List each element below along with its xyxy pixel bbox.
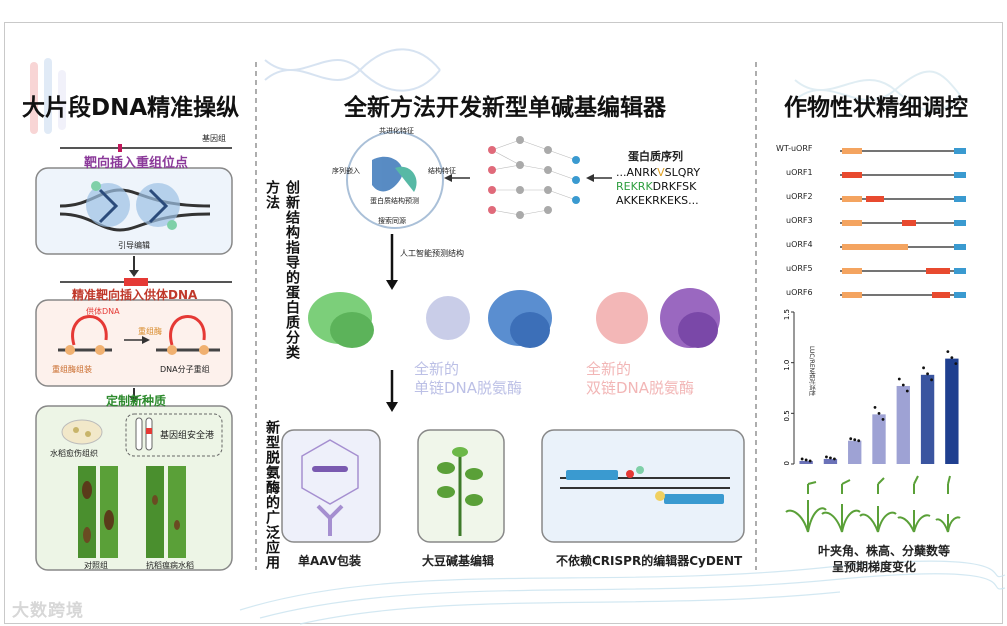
data-point bbox=[800, 457, 804, 461]
cycle-embedding: 序列嵌入 bbox=[332, 167, 360, 175]
ss-deaminase-line1: 全新的 bbox=[414, 360, 460, 378]
cycle-coevolution: 共进化特征 bbox=[379, 127, 414, 135]
safe-harbor-label: 基因组安全港 bbox=[160, 431, 215, 441]
data-point bbox=[849, 437, 853, 441]
sequence-segment: V bbox=[657, 166, 665, 179]
resistant-rice-label: 抗稻瘟病水稻 bbox=[146, 561, 194, 570]
bar bbox=[896, 385, 910, 464]
step-new-germplasm: 定制新种质 bbox=[106, 394, 167, 408]
y-tick-label: 1.5 bbox=[783, 309, 791, 320]
caption-line1: 叶夹角、株高、分蘖数等 bbox=[818, 544, 951, 558]
uorf-label: uORF4 bbox=[786, 240, 813, 249]
bar bbox=[920, 374, 935, 464]
app-aav: 单AAV包装 bbox=[298, 554, 362, 568]
data-point bbox=[833, 457, 836, 461]
callus-label: 水稻愈伤组织 bbox=[50, 449, 98, 458]
sequence-line: REKRKDRKFSK bbox=[616, 180, 700, 194]
uorf-label: uORF5 bbox=[786, 264, 813, 273]
left-panel-title: 大片段DNA精准操纵 bbox=[22, 95, 240, 121]
y-tick-label: 0 bbox=[783, 461, 791, 465]
data-point bbox=[901, 383, 905, 387]
uorf-label: uORF2 bbox=[786, 192, 813, 201]
data-point bbox=[905, 389, 909, 393]
step-insert-donor: 精准靶向插入供体DNA bbox=[72, 288, 198, 302]
genome-label: 基因组 bbox=[202, 134, 226, 143]
data-point bbox=[829, 456, 832, 460]
bar bbox=[945, 358, 959, 464]
y-tick-label: 0.5 bbox=[783, 410, 791, 421]
data-point bbox=[881, 417, 885, 421]
ss-deaminase-line2: 单链DNA脱氨酶 bbox=[414, 379, 523, 397]
bar bbox=[823, 458, 838, 464]
app-cydent: 不依赖CRISPR的编辑器CyDENT bbox=[556, 554, 743, 568]
data-point bbox=[825, 455, 828, 459]
cycle-homology: 搜索同源 bbox=[378, 217, 406, 225]
donor-dna-label: 供体DNA bbox=[86, 307, 120, 316]
y-tick-label: 1.0 bbox=[783, 360, 791, 371]
sequence-segment: ...ANRK bbox=[616, 166, 658, 179]
control-label: 对照组 bbox=[84, 561, 108, 570]
data-point bbox=[897, 377, 901, 381]
dna-recombination-label: DNA分子重组 bbox=[160, 365, 210, 374]
recombinase-assembly-label: 重组酶组装 bbox=[52, 365, 92, 374]
side-label-classification: 创新结构指导的蛋白质分类方法 bbox=[264, 180, 300, 360]
uorf-label: uORF6 bbox=[786, 288, 813, 297]
structure-prediction-label: 蛋白质结构预测 bbox=[370, 197, 419, 205]
data-point bbox=[946, 350, 950, 354]
step-insert-site: 靶向插入重组位点 bbox=[84, 156, 189, 171]
sequence-line: ...ANRKVSLQRY bbox=[616, 166, 700, 180]
app-soybean: 大豆碱基编辑 bbox=[422, 554, 495, 568]
guide-edit-label: 引导编辑 bbox=[118, 241, 150, 250]
right-panel-title: 作物性状精细调控 bbox=[784, 95, 968, 121]
data-point bbox=[877, 411, 881, 415]
ds-deaminase-line1: 全新的 bbox=[586, 360, 632, 378]
protein-seq-title: 蛋白质序列 bbox=[628, 150, 683, 163]
chart-ylabel: LUC/REN相对活性 bbox=[808, 346, 816, 396]
ai-predict-label: 人工智能预测结构 bbox=[400, 249, 464, 258]
sequence-segment: REKRK bbox=[616, 180, 653, 193]
watermark: 大数跨境 bbox=[12, 601, 84, 621]
sequence-segment: DRKFSK bbox=[652, 180, 697, 193]
bar bbox=[799, 460, 813, 464]
side-label-applications: 新型脱氨酶的广泛应用 bbox=[264, 420, 280, 570]
data-point bbox=[922, 366, 925, 370]
middle-panel-title: 全新方法开发新型单碱基编辑器 bbox=[344, 95, 666, 121]
uorf-label: uORF1 bbox=[786, 168, 813, 177]
sequence-line: AKKEKRKEKS... bbox=[616, 194, 700, 208]
bar bbox=[848, 440, 862, 464]
recombinase-label: 重组酶 bbox=[138, 327, 162, 336]
data-point bbox=[857, 439, 861, 443]
uorf-label: uORF3 bbox=[786, 216, 813, 225]
data-point bbox=[930, 378, 933, 382]
data-point bbox=[873, 405, 877, 409]
data-point bbox=[808, 459, 812, 463]
data-point bbox=[926, 372, 929, 376]
uorf-label: WT-uORF bbox=[776, 144, 813, 153]
sequence-segment: SLQRY bbox=[664, 166, 701, 179]
data-point bbox=[804, 458, 808, 462]
bar bbox=[872, 414, 886, 464]
data-point bbox=[954, 362, 958, 366]
data-point bbox=[950, 356, 954, 360]
luc-ren-bar-chart: 0 0.5 1.0 1.5 LUC/REN相对活性 bbox=[783, 309, 959, 465]
sequence-segment: AKKEKRK bbox=[616, 194, 667, 207]
caption-line2: 呈预期梯度变化 bbox=[832, 560, 917, 574]
cycle-structural: 结构特征 bbox=[428, 167, 456, 175]
ds-deaminase-line2: 双链DNA脱氨酶 bbox=[586, 379, 695, 397]
data-point bbox=[853, 438, 857, 442]
sequence-segment: EKS... bbox=[666, 194, 699, 207]
